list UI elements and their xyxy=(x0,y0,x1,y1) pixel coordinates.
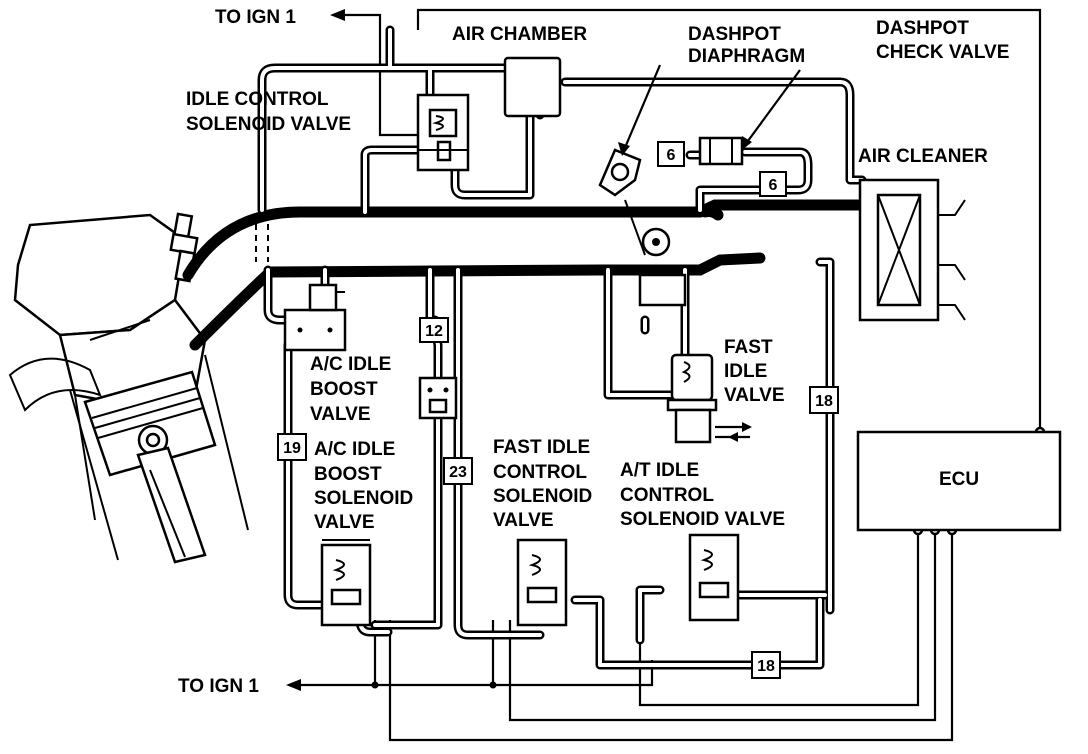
air-cleaner xyxy=(858,178,966,322)
at-idle-control-solenoid-valve xyxy=(688,533,740,622)
hose-tag-12-text: 12 xyxy=(425,323,443,340)
hose-tag-18b-text: 18 xyxy=(757,658,775,675)
fast-idle-valve xyxy=(638,273,718,444)
label-dashpot-diaphragm-2: DIAPHRAGM xyxy=(688,46,805,67)
dashpot-check-valve xyxy=(698,69,801,166)
label-to-ign-bottom: TO IGN 1 xyxy=(178,676,259,697)
hose-tag-18a: 18 xyxy=(809,386,839,414)
engine-cylinder-wall xyxy=(69,354,249,561)
label-fast-ctrl-4: VALVE xyxy=(493,510,554,531)
hose-tag-23-text: 23 xyxy=(449,464,467,481)
label-idle-control-2: SOLENOID VALVE xyxy=(186,114,351,135)
label-to-ign-top: TO IGN 1 xyxy=(215,7,296,28)
label-ecu: ECU xyxy=(939,469,979,490)
label-fast-idle-1: FAST xyxy=(724,337,773,358)
label-dashpot-diaphragm-1: DASHPOT xyxy=(688,24,781,45)
label-ac-sol-2: BOOST xyxy=(314,464,382,485)
label-idle-control-1: IDLE CONTROL xyxy=(186,89,329,110)
hose-tag-12: 12 xyxy=(419,317,449,343)
label-ac-sol-3: SOLENOID xyxy=(314,488,413,509)
label-dashpot-check-2: CHECK VALVE xyxy=(876,42,1009,63)
label-air-chamber: AIR CHAMBER xyxy=(452,24,587,45)
ac-idle-boost-valve xyxy=(283,283,347,352)
label-at-ctrl-1: A/T IDLE xyxy=(620,460,699,481)
hose-tag-23: 23 xyxy=(443,457,473,485)
engine-piston xyxy=(83,370,217,564)
hose-tag-6a-text: 6 xyxy=(667,147,676,164)
hose-tag-18a-text: 18 xyxy=(815,393,833,410)
dashpot-diaphragm xyxy=(598,64,662,197)
label-fast-ctrl-3: SOLENOID xyxy=(493,486,592,507)
label-ac-boost-3: VALVE xyxy=(310,404,371,425)
label-fast-idle-2: IDLE xyxy=(724,361,767,382)
fast-idle-valve-leads xyxy=(715,422,752,442)
label-ac-boost-2: BOOST xyxy=(310,379,378,400)
hose-tag-6b-text: 6 xyxy=(769,177,778,194)
air-chamber xyxy=(503,56,562,118)
throttle-body xyxy=(624,199,671,257)
label-at-ctrl-2: CONTROL xyxy=(620,485,714,506)
label-fast-ctrl-1: FAST IDLE xyxy=(493,437,590,458)
ign-wire-top xyxy=(330,9,430,137)
fast-idle-control-solenoid-valve xyxy=(516,538,568,627)
label-ac-sol-1: A/C IDLE xyxy=(314,439,395,460)
label-at-ctrl-3: SOLENOID VALVE xyxy=(620,509,785,530)
hose-tag-6b: 6 xyxy=(759,171,787,197)
label-fast-ctrl-2: CONTROL xyxy=(493,462,587,483)
hose-tag-18b: 18 xyxy=(751,651,781,679)
ecu-box xyxy=(856,430,1062,532)
label-dashpot-check-1: DASHPOT xyxy=(876,18,969,39)
hose-tag-19: 19 xyxy=(277,433,307,461)
hose-tag-6a: 6 xyxy=(657,141,685,167)
hose-tag-19-text: 19 xyxy=(283,440,301,457)
label-ac-sol-4: VALVE xyxy=(314,512,375,533)
label-air-cleaner: AIR CLEANER xyxy=(858,146,988,167)
idle-control-solenoid-valve xyxy=(416,93,470,172)
check-valve-12 xyxy=(418,376,458,420)
ac-idle-boost-solenoid-valve xyxy=(320,539,372,627)
label-fast-idle-3: VALVE xyxy=(724,385,785,406)
label-ac-boost-1: A/C IDLE xyxy=(310,354,391,375)
